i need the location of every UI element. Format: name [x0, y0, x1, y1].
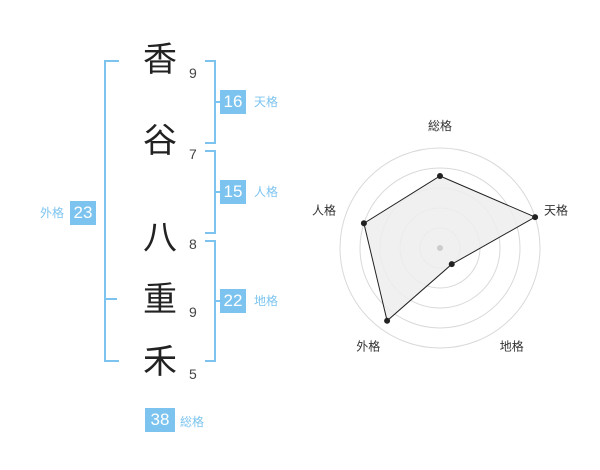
radar-axis-label: 人格 [312, 202, 336, 217]
tenkaku-tick [214, 101, 220, 103]
radar-points [360, 173, 539, 324]
chikaku-value-badge: 22 [220, 289, 246, 313]
radar-ring [359, 167, 521, 329]
radar-center-dot [437, 245, 443, 251]
radar-point [437, 173, 443, 179]
kanji-1: 香 [143, 40, 177, 80]
radar-point [448, 261, 455, 268]
stroke-count-1: 9 [189, 65, 197, 81]
radar-axis-label: 天格 [544, 202, 568, 217]
chikaku-tick [214, 300, 220, 302]
jinkaku-value-badge: 15 [220, 180, 246, 204]
radar-axis-label: 総格 [428, 118, 452, 133]
radar-point [532, 214, 539, 221]
gaikaku-bracket [104, 60, 119, 362]
soukaku-value-badge: 38 [145, 408, 175, 432]
kanji-5: 禾 [143, 342, 177, 382]
stroke-count-3: 8 [189, 236, 197, 252]
radar-point [360, 220, 367, 227]
stroke-count-2: 7 [189, 146, 197, 162]
gaikaku-label: 外格 [40, 206, 65, 220]
soukaku-label: 総格 [180, 415, 205, 429]
gaikaku-value-badge: 23 [70, 201, 96, 225]
tenkaku-value-badge: 16 [220, 90, 246, 114]
gaikaku-inner-tick [104, 298, 117, 300]
stroke-count-4: 9 [189, 304, 197, 320]
radar-axis-label: 地格 [500, 339, 524, 354]
stroke-count-5: 5 [189, 366, 197, 382]
jinkaku-tick [214, 191, 220, 193]
kanji-3: 八 [143, 218, 177, 258]
chikaku-label: 地格 [254, 294, 279, 308]
jinkaku-label: 人格 [254, 185, 279, 199]
radar-point [384, 317, 391, 324]
radar-area [363, 175, 537, 322]
kanji-4: 重 [143, 280, 177, 320]
kanji-2: 谷 [143, 121, 177, 161]
tenkaku-label: 天格 [254, 95, 279, 109]
radar-axis-label: 外格 [356, 339, 380, 354]
